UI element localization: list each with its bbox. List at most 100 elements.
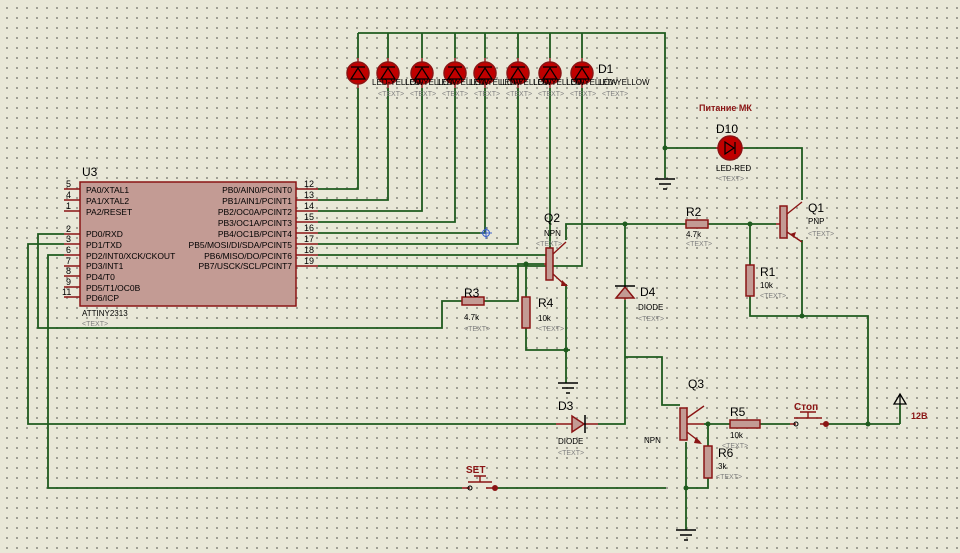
u3-pin-num: 9	[66, 277, 71, 287]
q2-part: NPN	[544, 229, 561, 238]
u3-pin-num: 5	[66, 179, 71, 189]
led-text: <TEXT>	[410, 91, 436, 98]
led-text: <TEXT>	[602, 91, 628, 98]
d10-title: Питание МК	[699, 103, 752, 113]
u3-pin-name: PA2/RESET	[86, 207, 132, 217]
u3-part: ATTINY2313	[82, 309, 128, 318]
u3-pin-num: 19	[304, 256, 314, 266]
u3-pin-num: 12	[304, 179, 314, 189]
r3-value: 4.7k	[464, 313, 480, 322]
u3-pin-name: PD5/T1/OC0B	[86, 283, 141, 293]
diode-d3: D3 DIODE <TEXT>	[556, 399, 598, 457]
u3-pin-name: PD4/T0	[86, 272, 115, 282]
r4-ref: R4	[538, 296, 554, 310]
u3-pin-name: PB3/OC1A/PCINT3	[218, 218, 292, 228]
d4-text: <TEXT>	[638, 316, 664, 323]
led-text: <TEXT>	[506, 91, 532, 98]
u3-pin-num: 16	[304, 223, 314, 233]
led-part-label: LED-YELLOW	[372, 78, 424, 87]
led-4	[443, 58, 467, 88]
u3-pin-name: PB4/OC1B/PCINT4	[218, 229, 292, 239]
led-part-label: LED-YELLOW	[405, 78, 457, 87]
r5-value: 10k	[730, 431, 744, 440]
resistor-r4: R4 10k <TEXT>	[521, 296, 564, 333]
led-text: <TEXT>	[474, 91, 500, 98]
d1-ref: D1	[598, 62, 614, 76]
u3-pin-name: PB0/AIN0/PCINT0	[222, 185, 292, 195]
r6-value: 3k	[718, 462, 727, 471]
u3-pin-name: PD6/ICP	[86, 293, 119, 303]
u3-text: <TEXT>	[82, 321, 108, 328]
power-terminal-12v: 12В	[892, 392, 928, 421]
u3-pin-num: 7	[66, 256, 71, 266]
d4-part: DIODE	[638, 303, 663, 312]
led-text: <TEXT>	[442, 91, 468, 98]
q1-ref: Q1	[808, 201, 824, 215]
led-part-label: LED-YELLOW	[437, 78, 489, 87]
q2-text: <TEXT>	[536, 241, 562, 248]
r3-text: <TEXT>	[464, 326, 490, 333]
u3-pin-name: PD3/INT1	[86, 261, 124, 271]
transistor-q3: Q3 NPN	[644, 377, 705, 445]
ground-symbol-q3	[676, 529, 696, 541]
u3-pin-num: 18	[304, 245, 314, 255]
u3-pin-num: 3	[66, 234, 71, 244]
mcu-u3: U3 ATTINY2313 <TEXT> 5 4 1 2 3 6 7 8 9 1…	[62, 165, 318, 328]
led-part-label: LED-YELLOW	[598, 78, 650, 87]
led-array-d1: LED-YELLOW LED-YELLOW LED-YELLOW LED-YEL…	[346, 58, 650, 98]
cursor-crosshair-icon	[480, 227, 492, 239]
led-3	[410, 58, 434, 88]
led-d10: Питание МК D10 LED-RED <TEXT>	[699, 103, 752, 183]
resistor-r2: R2 4.7k <TEXT>	[685, 205, 712, 248]
u3-pin-name: PD2/INT0/XCK/CKOUT	[86, 251, 175, 261]
set-button-label: SET	[466, 465, 485, 476]
stop-button-label: Стоп	[794, 402, 818, 413]
led-2	[376, 58, 400, 88]
u3-pin-name: PB5/MOSI/DI/SDA/PCINT5	[189, 240, 293, 250]
led-7	[538, 58, 562, 88]
u3-pin-name: PB2/OC0A/PCINT2	[218, 207, 292, 217]
r2-value: 4.7k	[686, 230, 702, 239]
led-text: <TEXT>	[378, 91, 404, 98]
d3-text: <TEXT>	[558, 450, 584, 457]
r6-text: <TEXT>	[716, 474, 742, 481]
d10-ref: D10	[716, 122, 738, 136]
stop-button[interactable]: Стоп	[790, 402, 829, 427]
diode-d4: D4 DIODE <TEXT>	[614, 285, 664, 323]
r5-text: <TEXT>	[722, 443, 748, 450]
led-8	[570, 58, 594, 88]
ground-symbol-top	[655, 178, 675, 190]
led-text: <TEXT>	[538, 91, 564, 98]
r2-ref: R2	[686, 205, 702, 219]
led-text: <TEXT>	[570, 91, 596, 98]
u3-pin-name: PD1/TXD	[86, 240, 122, 250]
resistor-r6: R6 3k <TEXT>	[703, 445, 742, 481]
q3-part: NPN	[644, 436, 661, 445]
led-part-label: LED-YELLOW	[533, 78, 585, 87]
r1-text: <TEXT>	[760, 293, 786, 300]
d3-part: DIODE	[558, 437, 583, 446]
r5-ref: R5	[730, 405, 746, 419]
set-button[interactable]: SET	[462, 465, 498, 491]
led-part-label: LED-YELLOW	[566, 78, 618, 87]
ground-symbol-q2	[558, 382, 578, 394]
u3-pin-name: PA0/XTAL1	[86, 185, 129, 195]
d10-text: <TEXT>	[718, 176, 744, 183]
led-5	[473, 58, 497, 88]
u3-pin-num: 11	[62, 287, 71, 297]
power-label: 12В	[911, 411, 928, 421]
r1-value: 10k	[760, 281, 774, 290]
u3-pin-name: PD0/RXD	[86, 229, 123, 239]
u3-pin-name: PB6/MISO/DO/PCINT6	[204, 251, 292, 261]
resistor-r3: R3 4.7k <TEXT>	[461, 286, 490, 333]
u3-pin-num: 1	[66, 201, 71, 211]
u3-pin-num: 4	[66, 190, 71, 200]
q2-ref: Q2	[544, 211, 560, 225]
led-1	[346, 58, 370, 88]
r4-value: 10k	[538, 314, 552, 323]
u3-pin-name: PA1/XTAL2	[86, 196, 129, 206]
transistor-q2: Q2 NPN <TEXT>	[536, 211, 568, 287]
led-6	[506, 58, 530, 88]
resistor-r5: R5 10k <TEXT>	[722, 405, 761, 450]
